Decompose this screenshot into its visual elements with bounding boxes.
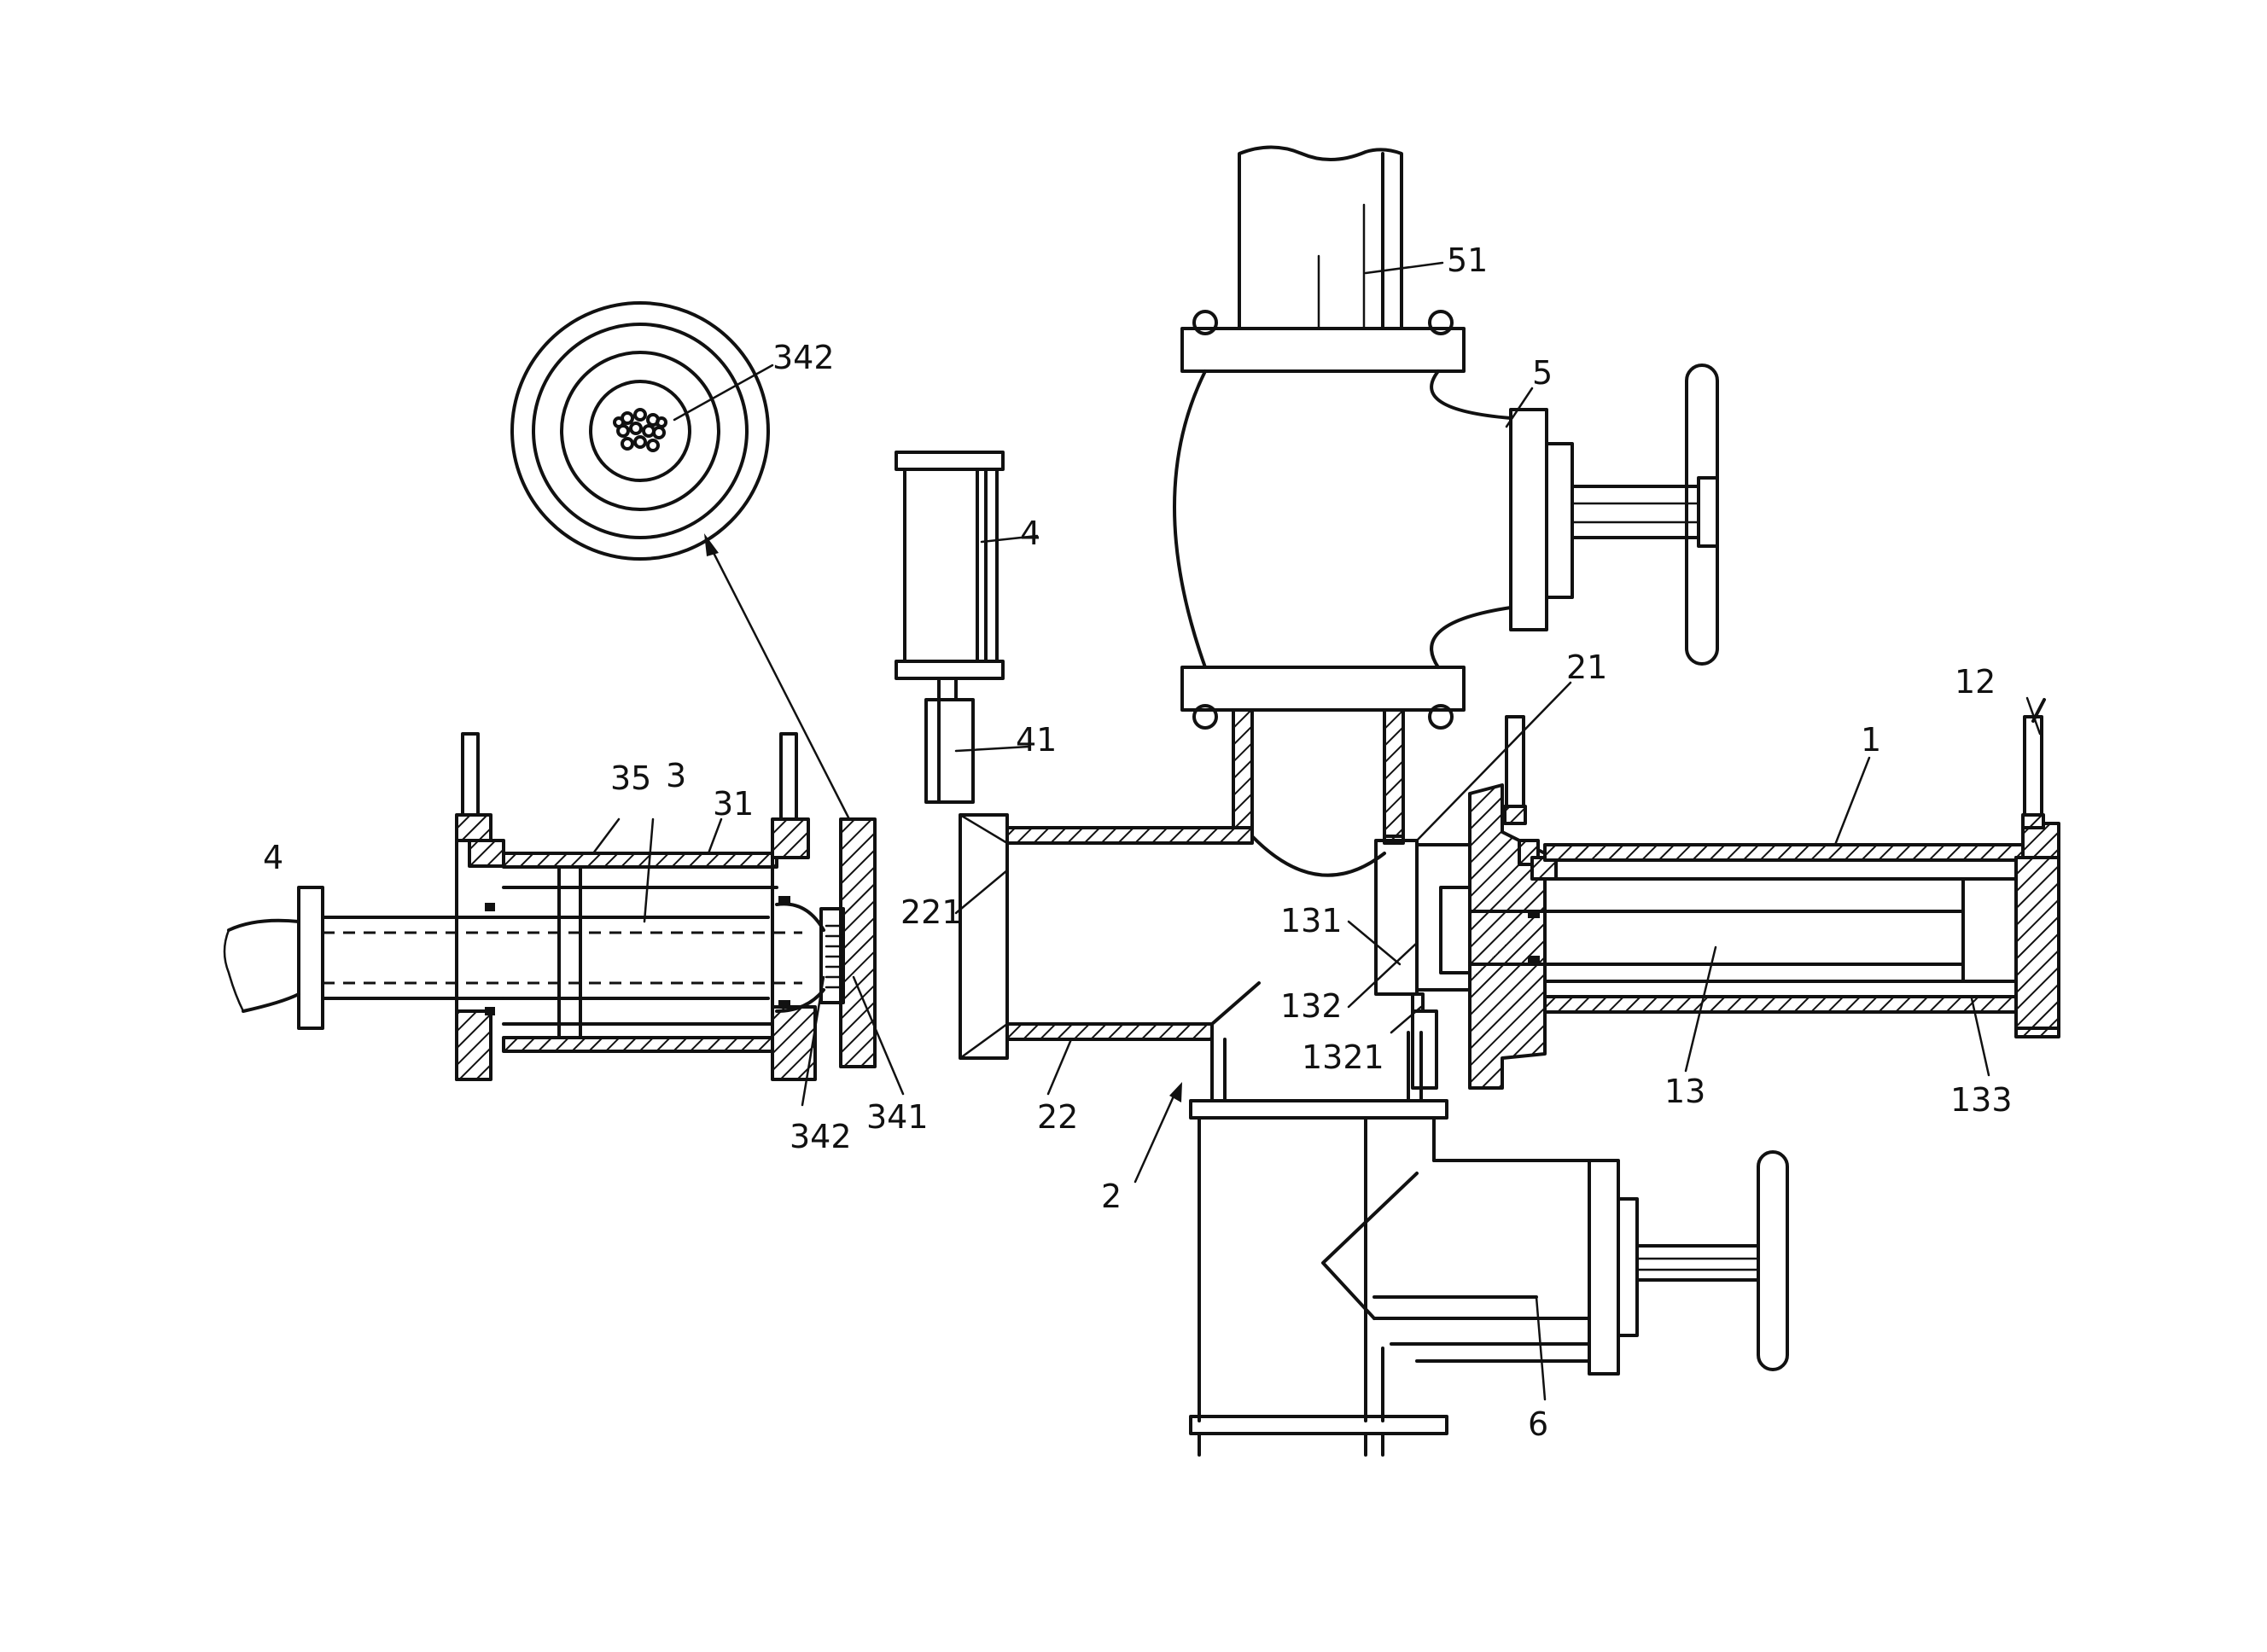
label-131: 131 bbox=[1280, 902, 1343, 939]
label-221: 221 bbox=[900, 893, 963, 931]
nozzle-holes bbox=[825, 924, 845, 989]
tee-pipe-2 bbox=[959, 708, 1448, 1120]
lower-valve-6 bbox=[1189, 1116, 1789, 1457]
leader-lines bbox=[592, 261, 2042, 1401]
label-2: 2 bbox=[1101, 1178, 1122, 1215]
label-31: 31 bbox=[713, 785, 754, 823]
nozzle-detail-view bbox=[510, 301, 851, 821]
label-22: 22 bbox=[1037, 1098, 1078, 1136]
label-133: 133 bbox=[1950, 1081, 2013, 1119]
label-4-hose: 4 bbox=[263, 839, 283, 876]
label-35: 35 bbox=[610, 759, 651, 797]
label-21: 21 bbox=[1566, 649, 1607, 686]
label-51: 51 bbox=[1447, 241, 1488, 279]
label-341: 341 bbox=[866, 1098, 929, 1136]
label-6: 6 bbox=[1528, 1405, 1548, 1443]
label-5: 5 bbox=[1532, 354, 1553, 392]
label-342-detail: 342 bbox=[772, 339, 835, 376]
label-4-cylinder: 4 bbox=[1020, 515, 1040, 552]
label-1: 1 bbox=[1861, 721, 1881, 759]
upper-valve bbox=[1173, 145, 1719, 730]
label-13: 13 bbox=[1664, 1073, 1705, 1110]
left-cylinder-3 bbox=[223, 732, 877, 1081]
label-41: 41 bbox=[1016, 721, 1057, 759]
reference-labels: 51 5 342 4 41 21 12 1 35 3 31 4 221 131 … bbox=[263, 241, 2013, 1443]
label-12: 12 bbox=[1955, 663, 1996, 701]
label-3: 3 bbox=[666, 757, 686, 794]
right-cylinder-1 bbox=[1374, 698, 2060, 1090]
label-1321: 1321 bbox=[1302, 1038, 1384, 1076]
label-342: 342 bbox=[790, 1118, 852, 1155]
nozzle-hole-cluster bbox=[613, 408, 667, 452]
label-132: 132 bbox=[1280, 987, 1343, 1025]
